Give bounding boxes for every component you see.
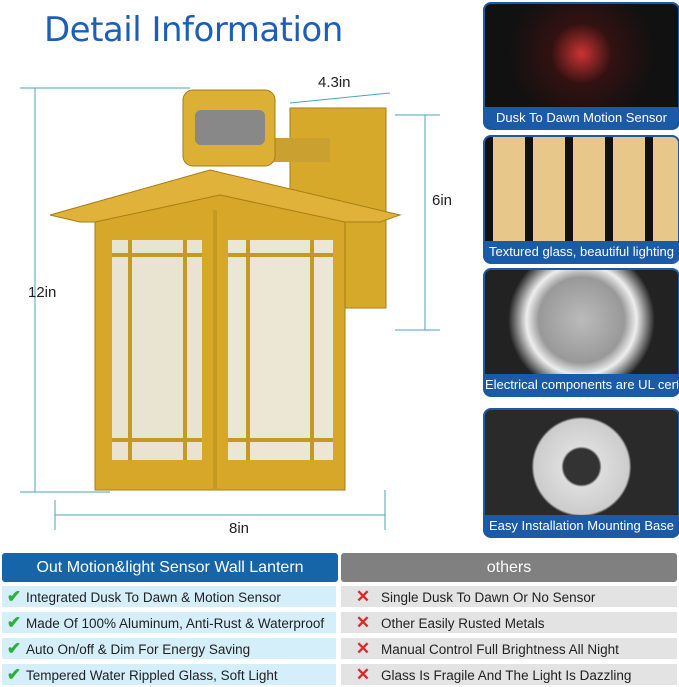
height-label: 12in bbox=[28, 284, 57, 301]
panel-caption: Easy Installation Mounting Base bbox=[485, 515, 678, 536]
cross-icon: ✕ bbox=[355, 587, 371, 606]
others-feature-row: ✕ Manual Control Full Brightness All Nigh… bbox=[341, 638, 677, 659]
comparison-header-others: others bbox=[341, 553, 677, 582]
comparison-header-product: Out Motion&light Sensor Wall Lantern bbox=[2, 553, 338, 582]
others-feature-row: ✕ Other Easily Rusted Metals bbox=[341, 612, 677, 633]
feature-text: Single Dusk To Dawn Or No Sensor bbox=[381, 590, 596, 605]
others-feature-row: ✕ Single Dusk To Dawn Or No Sensor bbox=[341, 586, 677, 607]
check-icon: ✔ bbox=[6, 613, 22, 632]
feature-text: Tempered Water Rippled Glass, Soft Light bbox=[26, 668, 278, 683]
backplate-label: 6in bbox=[432, 192, 453, 209]
check-icon: ✔ bbox=[6, 665, 22, 684]
panel-caption: Dusk To Dawn Motion Sensor bbox=[485, 107, 678, 128]
lantern-illustration bbox=[20, 87, 440, 530]
check-icon: ✔ bbox=[6, 639, 22, 658]
panel-ul-components: Electrical components are UL certified bbox=[483, 268, 679, 397]
feature-text: Other Easily Rusted Metals bbox=[381, 616, 545, 631]
cross-icon: ✕ bbox=[355, 665, 371, 684]
check-icon: ✔ bbox=[6, 587, 22, 606]
panel-caption: Electrical components are UL certified bbox=[485, 374, 678, 395]
product-feature-row: ✔ Auto On/off & Dim For Energy Saving bbox=[2, 638, 336, 659]
cross-icon: ✕ bbox=[355, 613, 371, 632]
panel-textured-glass: Textured glass, beautiful lighting bbox=[483, 135, 679, 264]
others-feature-row: ✕ Glass Is Fragile And The Light Is Dazzl… bbox=[341, 664, 677, 685]
panel-caption: Textured glass, beautiful lighting bbox=[485, 241, 678, 262]
feature-text: Made Of 100% Aluminum, Anti-Rust & Water… bbox=[26, 616, 325, 631]
width-label: 8in bbox=[229, 520, 250, 537]
product-feature-row: ✔ Tempered Water Rippled Glass, Soft Ligh… bbox=[2, 664, 336, 685]
feature-text: Auto On/off & Dim For Energy Saving bbox=[26, 642, 251, 657]
page-title: Detail Information bbox=[44, 10, 343, 50]
feature-text: Manual Control Full Brightness All Night bbox=[381, 642, 619, 657]
product-feature-row: ✔ Integrated Dusk To Dawn & Motion Sensor bbox=[2, 586, 336, 607]
feature-text: Glass Is Fragile And The Light Is Dazzli… bbox=[381, 668, 632, 683]
panel-motion-sensor: Dusk To Dawn Motion Sensor bbox=[483, 2, 679, 130]
feature-text: Integrated Dusk To Dawn & Motion Sensor bbox=[26, 590, 281, 605]
product-feature-row: ✔ Made Of 100% Aluminum, Anti-Rust & Wate… bbox=[2, 612, 336, 633]
depth-label: 4.3in bbox=[318, 74, 351, 91]
cross-icon: ✕ bbox=[355, 639, 371, 658]
panel-mounting-base: Easy Installation Mounting Base bbox=[483, 408, 679, 538]
